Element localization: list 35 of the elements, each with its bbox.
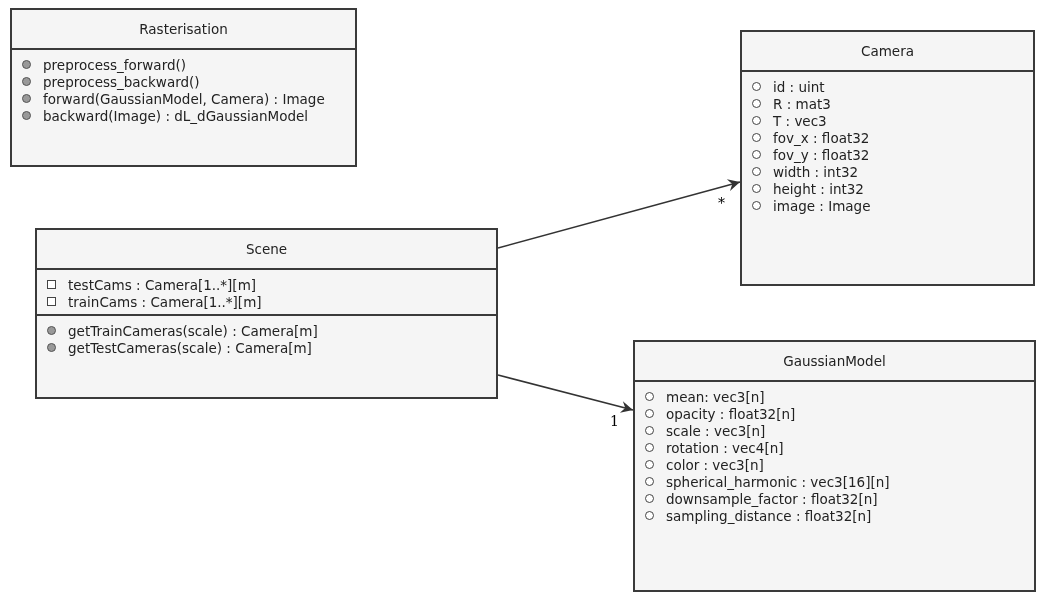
method-text: forward(GaussianModel, Camera) : Image [43,90,325,107]
attribute-text: T : vec3 [773,112,827,129]
association-arrow [497,179,741,249]
attribute-text: image : Image [773,197,871,214]
attribute-text: rotation : vec4[n] [666,439,784,456]
class-name: GaussianModel [783,353,886,369]
method-text: preprocess_backward() [43,73,200,90]
uml-class-box [35,228,498,399]
uml-class-box [633,340,1036,592]
class-name: Scene [245,241,288,257]
uml-class-box [740,30,1035,286]
attribute-text: opacity : float32[n] [666,405,796,422]
attribute-text: fov_x : float32 [773,129,870,146]
method-text: preprocess_forward() [43,56,187,73]
attribute-text: height : int32 [773,180,864,197]
attribute-text: trainCams : Camera[1..*][m] [68,293,262,310]
class-name: Camera [861,43,914,59]
attribute-text: scale : vec3[n] [666,422,766,439]
attribute-text: downsample_factor : float32[n] [666,490,878,507]
class-name: Rasterisation [139,21,228,37]
method-text: getTestCameras(scale) : Camera[m] [68,339,312,356]
attribute-text: color : vec3[n] [666,456,764,473]
attribute-text: spherical_harmonic : vec3[16][n] [666,473,890,490]
attribute-text: id : uint [773,78,825,95]
association-arrow [497,374,634,413]
attribute-text: mean: vec3[n] [666,388,765,405]
attribute-text: sampling_distance : float32[n] [666,507,872,524]
attribute-text: width : int32 [773,163,859,180]
method-text: getTrainCameras(scale) : Camera[m] [68,322,318,339]
multiplicity-label: 1 [609,414,620,428]
attribute-text: testCams : Camera[1..*][m] [68,276,257,293]
attribute-text: R : mat3 [773,95,831,112]
attribute-text: fov_y : float32 [773,146,870,163]
uml-class-box [10,8,357,167]
method-text: backward(Image) : dL_dGaussianModel [43,107,309,124]
